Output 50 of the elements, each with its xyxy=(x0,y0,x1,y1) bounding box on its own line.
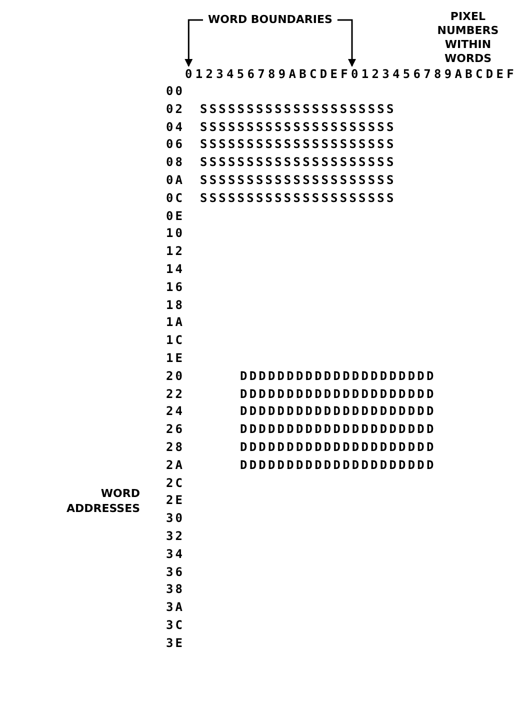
source-pixel-row: SSSSSSSSSSSSSSSSSSSSS xyxy=(200,102,396,116)
word-address: 2C xyxy=(166,476,184,490)
word-address: 22 xyxy=(166,386,184,401)
axis-title: WORD ADDRESSES xyxy=(65,486,140,516)
source-pixel-row: SSSSSSSSSSSSSSSSSSSSS xyxy=(200,190,396,205)
word-address: 02 xyxy=(166,102,184,116)
source-pixel-row: SSSSSSSSSSSSSSSSSSSSS xyxy=(200,155,396,170)
word-address: 10 xyxy=(166,226,184,240)
boundary-label: WORD BOUNDARIES xyxy=(208,13,332,27)
word-address: 3C xyxy=(166,618,184,632)
destination-pixel-row: DDDDDDDDDDDDDDDDDDDDD xyxy=(240,386,436,401)
destination-pixel-row: DDDDDDDDDDDDDDDDDDDDD xyxy=(240,368,436,383)
source-pixel-row: SSSSSSSSSSSSSSSSSSSSS xyxy=(200,137,396,152)
word-address: 14 xyxy=(166,262,184,276)
leader-arrow xyxy=(337,19,356,67)
destination-pixel-row: DDDDDDDDDDDDDDDDDDDDD xyxy=(240,422,436,436)
word-address: 36 xyxy=(166,564,184,579)
word-address: 0A xyxy=(166,173,184,187)
word-address: 26 xyxy=(166,422,184,436)
word-address: 28 xyxy=(166,440,184,454)
axis-title: PIXEL NUMBERS WITHIN WORDS xyxy=(436,10,500,66)
word-address: 18 xyxy=(166,298,184,312)
word-address: 20 xyxy=(166,368,184,383)
word-address: 1A xyxy=(166,315,184,330)
word-address: 3E xyxy=(166,636,184,650)
word-address: 1C xyxy=(166,333,184,348)
word-address: 1E xyxy=(166,351,184,365)
word-address: 38 xyxy=(166,582,184,596)
word-address: 16 xyxy=(166,280,184,294)
word-address: 24 xyxy=(166,404,184,418)
word-address: 00 xyxy=(166,84,184,98)
word-address: 3A xyxy=(166,600,184,614)
word-address: 0E xyxy=(166,208,184,223)
word-address: 2A xyxy=(166,458,184,472)
word-address: 08 xyxy=(166,155,184,170)
word-address: 12 xyxy=(166,244,184,258)
word-address: 34 xyxy=(166,546,184,561)
word-address: 06 xyxy=(166,137,184,152)
leader-arrow xyxy=(184,19,203,67)
destination-pixel-row: DDDDDDDDDDDDDDDDDDDDD xyxy=(240,440,436,454)
destination-pixel-row: DDDDDDDDDDDDDDDDDDDDD xyxy=(240,404,436,418)
destination-pixel-row: DDDDDDDDDDDDDDDDDDDDD xyxy=(240,458,436,472)
word-address: 2E xyxy=(166,493,184,508)
source-pixel-row: SSSSSSSSSSSSSSSSSSSSS xyxy=(200,120,396,134)
word-address: 04 xyxy=(166,120,184,134)
source-pixel-row: SSSSSSSSSSSSSSSSSSSSS xyxy=(200,173,396,187)
word-address: 0C xyxy=(166,190,184,205)
word-address: 32 xyxy=(166,529,184,543)
word-address: 30 xyxy=(166,511,184,526)
pixel-number-header: 0123456789ABCDEF0123456789ABCDEF xyxy=(185,67,517,81)
